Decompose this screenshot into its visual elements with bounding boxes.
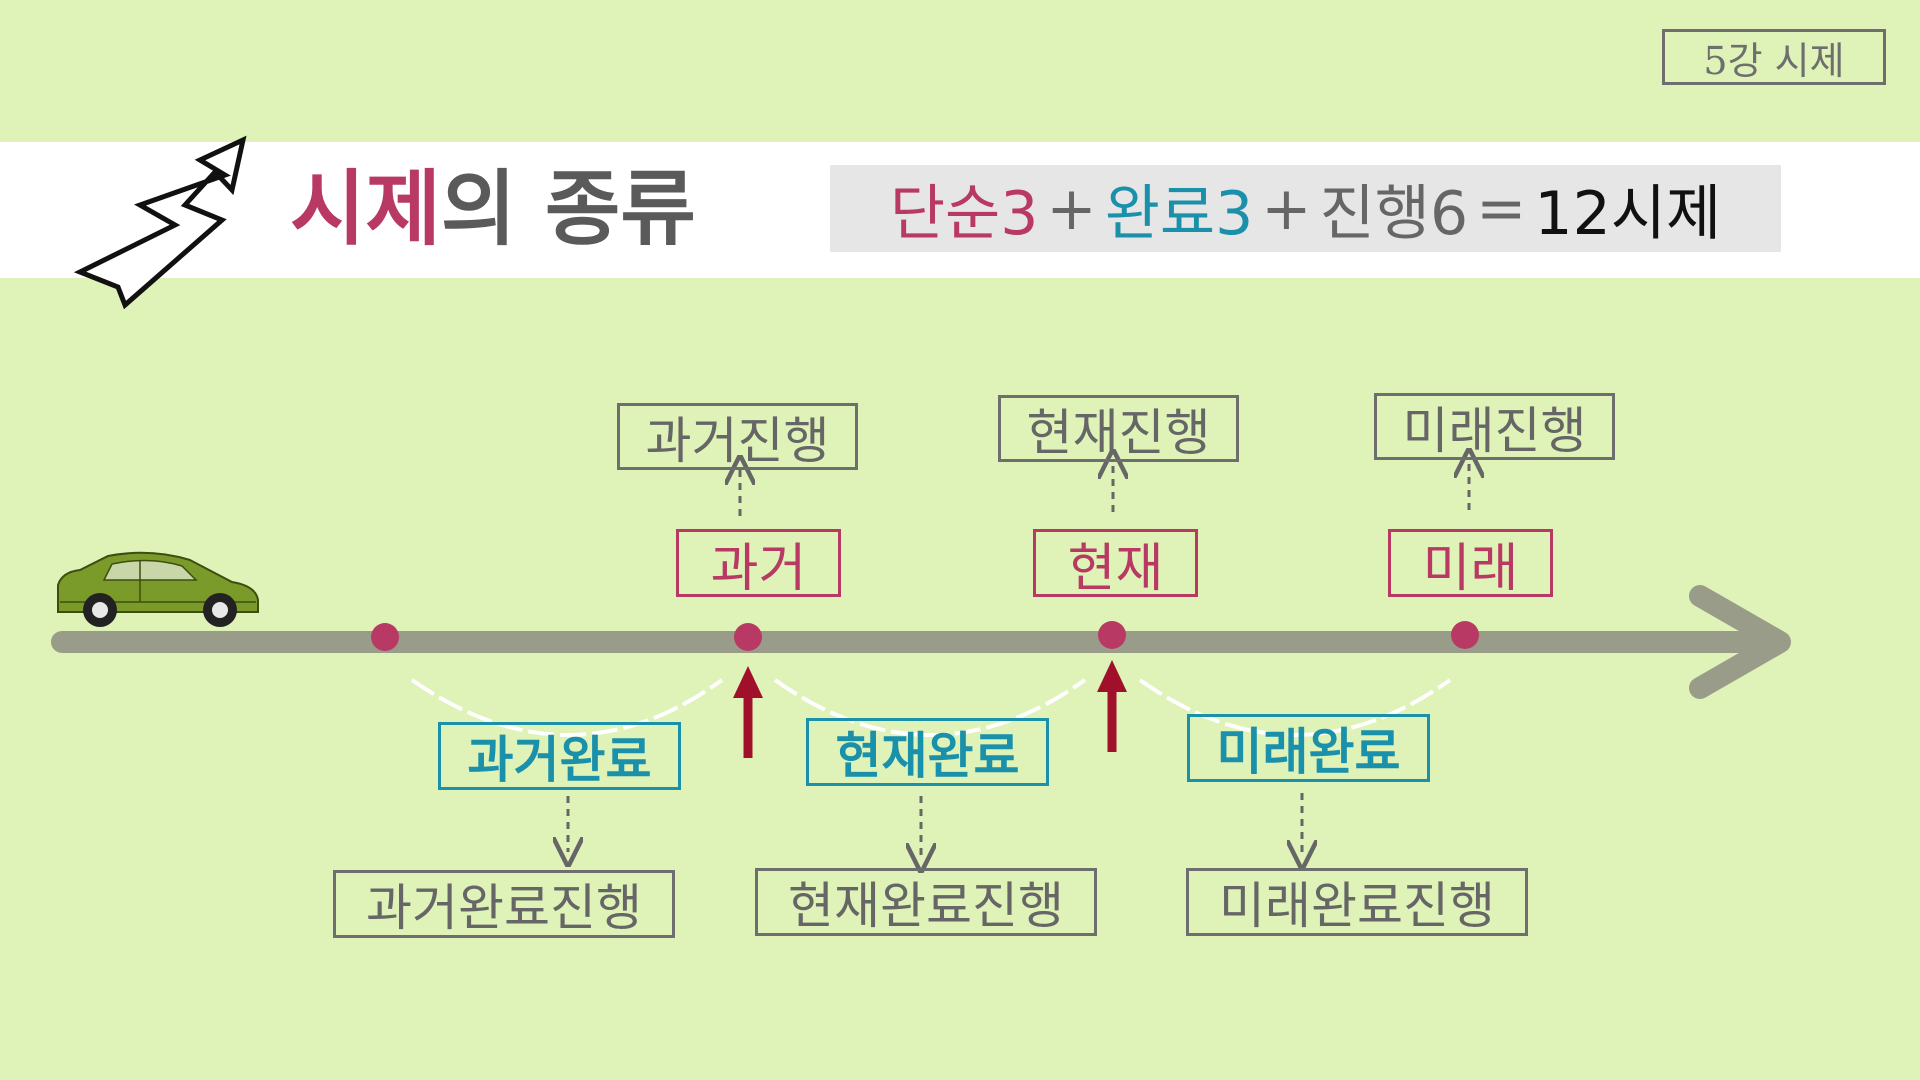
formula-equals: =	[1476, 174, 1526, 244]
timeline-dot	[734, 623, 762, 651]
formula-total: 12시제	[1534, 165, 1721, 252]
timeline-dot	[1098, 621, 1126, 649]
timeline-arrowhead	[1700, 596, 1780, 688]
present-perfect-box: 현재완료	[806, 718, 1049, 786]
tense-formula: 단순3 + 완료3 + 진행6 = 12시제	[830, 165, 1781, 252]
future-box: 미래	[1388, 529, 1553, 597]
timeline-dot	[1451, 621, 1479, 649]
lesson-badge: 5강 시제	[1662, 29, 1886, 85]
formula-plus-2: +	[1261, 174, 1311, 244]
past-perfect-progressive-box: 과거완료진행	[333, 870, 675, 938]
future-perfect-progressive-box: 미래완료진행	[1186, 868, 1528, 936]
page-title: 시제의 종류	[290, 160, 696, 260]
present-perfect-progressive-box: 현재완료진행	[755, 868, 1097, 936]
future-perfect-box: 미래완료	[1187, 714, 1430, 782]
present-progressive-box: 현재진행	[998, 395, 1239, 462]
up-arrow-icon	[1097, 660, 1127, 752]
formula-progressive: 진행6	[1320, 165, 1469, 252]
past-progressive-box: 과거진행	[617, 403, 858, 470]
present-box: 현재	[1033, 529, 1198, 597]
timeline-dot	[371, 623, 399, 651]
past-box: 과거	[676, 529, 841, 597]
title-highlight: 시제	[290, 162, 441, 257]
title-rest: 의 종류	[441, 162, 696, 257]
formula-simple: 단순3	[890, 165, 1039, 252]
formula-perfect: 완료3	[1105, 165, 1254, 252]
future-progressive-box: 미래진행	[1374, 393, 1615, 460]
car-icon	[58, 553, 258, 627]
formula-plus-1: +	[1046, 174, 1096, 244]
past-perfect-box: 과거완료	[438, 722, 681, 790]
up-arrow-icon	[733, 666, 763, 758]
